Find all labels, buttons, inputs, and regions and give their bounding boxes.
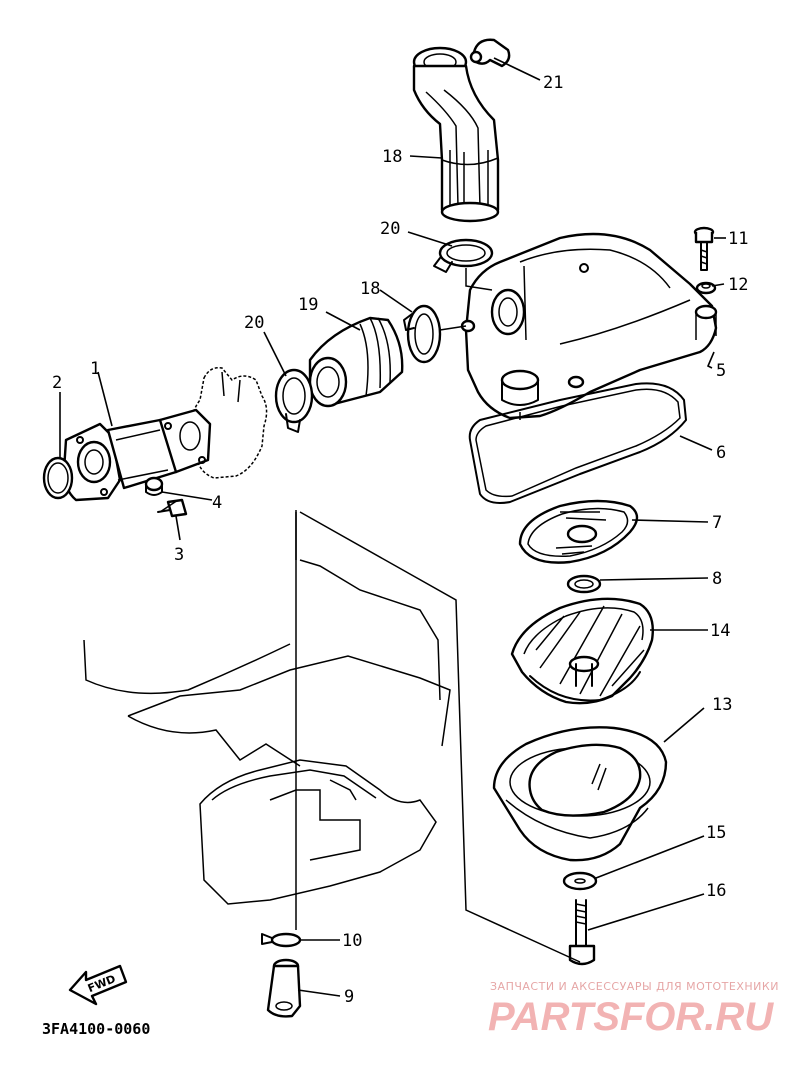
fwd-arrow-icon: FWD	[68, 964, 128, 1006]
callout-19: 19	[298, 295, 318, 315]
diagram-code: 3FA4100-0060	[42, 1020, 150, 1038]
part-10-clip	[261, 932, 302, 948]
part-21-breather-elbow	[469, 38, 511, 68]
part-17-breather-hose	[412, 46, 500, 223]
callout-13: 13	[712, 695, 732, 715]
part-1-intake-manifold	[62, 408, 212, 502]
part-5-air-filter-case	[460, 232, 718, 420]
callout-10: 10	[342, 931, 362, 951]
part-20-lower-hose-clamp	[274, 368, 314, 433]
callout-7: 7	[712, 513, 722, 533]
part-18-clamp	[403, 304, 442, 364]
callout-9: 9	[344, 987, 354, 1007]
callout-14: 14	[710, 621, 730, 641]
watermark-brand: PARTSFOR.RU	[488, 995, 774, 1039]
callout-16: 16	[706, 881, 726, 901]
part-2-o-ring	[42, 456, 74, 500]
part-8-seal-ring	[566, 574, 602, 594]
callout-6: 6	[716, 443, 726, 463]
callout-12: 12	[728, 275, 748, 295]
callout-5: 5	[716, 361, 726, 381]
part-15-washer	[562, 871, 598, 891]
watermark: ЗАПЧАСТИ И АКСЕССУАРЫ ДЛЯ МОТОТЕХНИКИ PA…	[488, 980, 779, 1039]
part-3-bolt	[157, 498, 188, 518]
part-14-element-guide	[510, 597, 654, 705]
callout-15: 15	[706, 823, 726, 843]
frame-phantom	[83, 510, 451, 905]
callout-4: 4	[212, 493, 222, 513]
callout-leaders	[59, 57, 726, 997]
callout-8: 8	[712, 569, 722, 589]
part-19-intake-joint	[308, 316, 404, 408]
callout-1: 1	[90, 359, 100, 379]
callout-2: 2	[52, 373, 62, 393]
callout-labels: 21 18 20 11 12 5 6 7 8 14 13 15 16 10 9 …	[52, 73, 748, 1007]
callout-21: 21	[543, 73, 563, 93]
part-11-bolt	[693, 226, 715, 271]
callout-3: 3	[174, 545, 184, 565]
part-13-filter-element	[492, 726, 668, 862]
callout-20-upper: 20	[380, 219, 400, 239]
part-9-drain-plug	[266, 958, 302, 1018]
callout-20-lower: 20	[244, 313, 264, 333]
part-12-washer	[695, 281, 717, 295]
part-20-upper-hose-clamp	[433, 238, 494, 273]
part-16-bolt	[568, 899, 596, 966]
callout-18: 18	[360, 279, 380, 299]
reference-lines	[159, 268, 581, 963]
callout-17: 18	[382, 147, 402, 167]
watermark-caption: ЗАПЧАСТИ И АКСЕССУАРЫ ДЛЯ МОТОТЕХНИКИ	[490, 980, 779, 993]
part-7-filter-screen	[518, 499, 639, 564]
part-6-gasket	[468, 382, 687, 504]
callout-11: 11	[728, 229, 748, 249]
part-4-nut	[144, 476, 164, 496]
